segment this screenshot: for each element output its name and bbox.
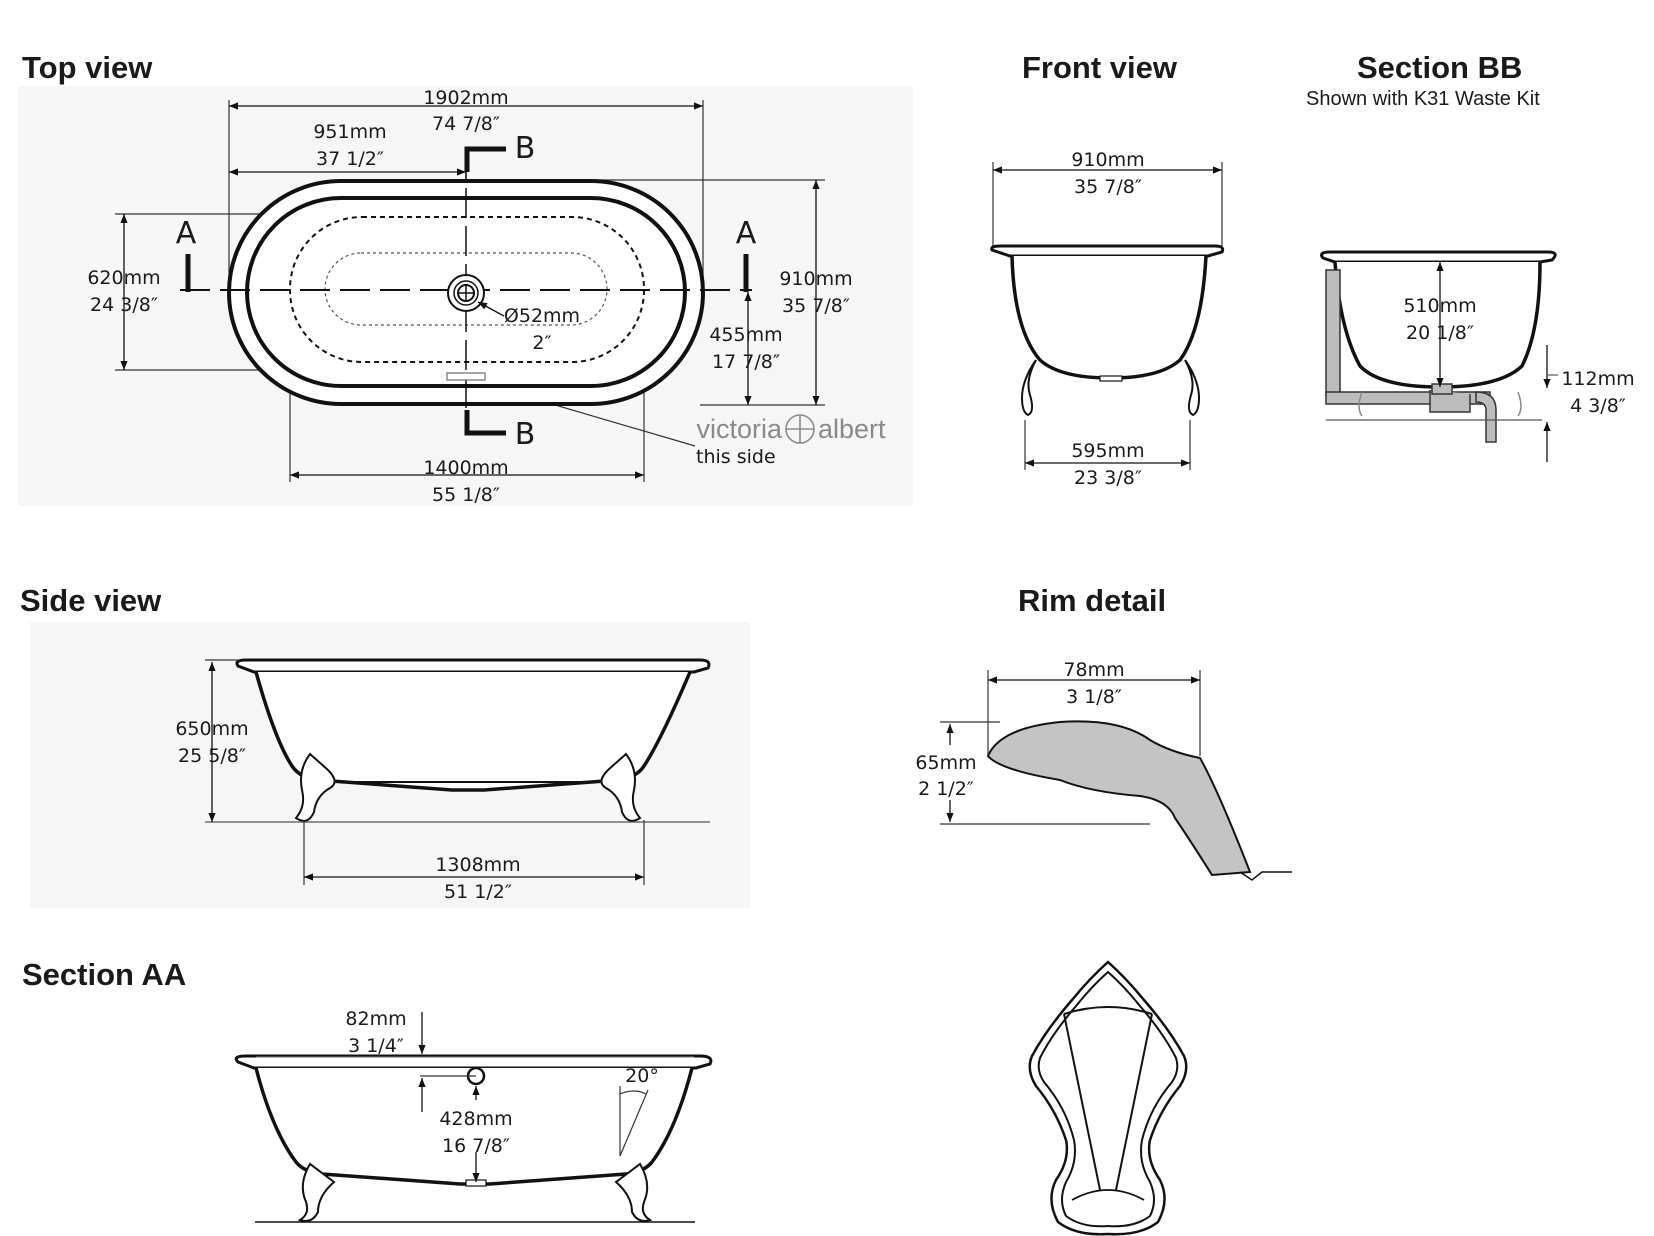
waste-outlet-pipe [1475, 391, 1497, 443]
base-length-in: 55 1/8″ [432, 484, 500, 506]
side-height-mm: 650mm [175, 718, 248, 740]
side-foot-mm: 1308mm [435, 854, 520, 876]
section-a-label-left: A [176, 216, 197, 251]
overflow-pipe [1325, 269, 1341, 397]
brand-name-left: victoria [696, 414, 783, 444]
aa-overflow-height-in: 16 7/8″ [442, 1135, 510, 1157]
aa-rim [234, 1054, 713, 1070]
section-bb-subtitle: Shown with K31 Waste Kit [1306, 88, 1540, 110]
front-rim [990, 244, 1225, 258]
bb-depth-in: 20 1/8″ [1406, 322, 1474, 344]
half-length-in: 37 1/2″ [316, 148, 384, 170]
rim-width-in: 3 1/8″ [1066, 686, 1122, 708]
bb-waste-height-in: 4 3/8″ [1570, 395, 1626, 417]
foot-detail [1028, 960, 1188, 1236]
section-b-marker-bottom [464, 410, 506, 436]
front-foot-left [1020, 359, 1037, 417]
rim-width-mm: 78mm [1063, 659, 1124, 681]
base-length-mm: 1400mm [423, 457, 508, 479]
side-rim [235, 658, 711, 674]
front-width-mm: 910mm [1071, 149, 1144, 171]
section-aa: 82mm 3 1/4″ 428mm 16 7/8″ 20° [234, 1008, 713, 1223]
top-view: 1902mm 74 7/8″ 951mm 37 1/2″ 620mm 24 3/… [18, 86, 913, 506]
waste-diameter-mm: Ø52mm [504, 305, 580, 327]
rim-detail-title: Rim detail [1018, 583, 1167, 618]
section-b-label-top: B [515, 131, 536, 166]
rim-profile [986, 720, 1252, 877]
side-tub-body [254, 671, 692, 792]
side-foot-left [294, 752, 336, 822]
section-aa-title: Section AA [22, 957, 187, 992]
foot-inner-outline [1037, 970, 1179, 1228]
side-foot-right [600, 752, 642, 822]
section-b-marker-top [464, 146, 506, 172]
side-view-title: Side view [20, 583, 162, 618]
waste-diameter-in: 2″ [532, 332, 551, 354]
aa-foot-right [614, 1162, 653, 1222]
section-b-label-bottom: B [515, 417, 536, 452]
trap [1429, 390, 1471, 413]
inner-width-mm: 620mm [87, 267, 160, 289]
waste-offset-in: 17 7/8″ [712, 351, 780, 373]
overflow-slot [446, 372, 486, 381]
section-bb: 510mm 20 1/8″ 112mm 4 3/8″ [1320, 250, 1635, 462]
front-view-title: Front view [1022, 50, 1178, 85]
side-foot-in: 51 1/2″ [444, 881, 512, 903]
aa-rim-drop-mm: 82mm [345, 1008, 406, 1030]
bb-depth-mm: 510mm [1403, 295, 1476, 317]
section-a-label-right: A [736, 216, 757, 251]
side-view: 650mm 25 5/8″ 1308mm 51 1/2″ [30, 622, 750, 908]
rim-height-in: 2 1/2″ [918, 778, 974, 800]
length-mm: 1902mm [423, 87, 508, 109]
half-length-mm: 951mm [313, 121, 386, 143]
aa-foot-left [297, 1162, 336, 1222]
width-in: 35 7/8″ [782, 295, 850, 317]
brand-name-right: albert [818, 414, 886, 444]
foot-outline [1028, 960, 1188, 1236]
front-foot-mm: 595mm [1071, 440, 1144, 462]
width-mm: 910mm [779, 268, 852, 290]
front-width-in: 35 7/8″ [1074, 176, 1142, 198]
front-view: 910mm 35 7/8″ 595mm 23 3/8″ [990, 149, 1225, 489]
top-view-title: Top view [22, 50, 153, 85]
waste-offset-mm: 455mm [709, 324, 782, 346]
bb-rim [1320, 250, 1557, 264]
section-bb-title: Section BB [1357, 50, 1523, 85]
aa-rim-drop-in: 3 1/4″ [348, 1035, 404, 1057]
side-height-in: 25 5/8″ [178, 745, 246, 767]
inner-width-in: 24 3/8″ [90, 294, 158, 316]
aa-overflow-height-mm: 428mm [439, 1108, 512, 1130]
front-tub-body [1010, 255, 1208, 380]
bb-waste-height-mm: 112mm [1561, 368, 1634, 390]
length-in: 74 7/8″ [432, 113, 500, 135]
front-foot-right [1184, 359, 1201, 417]
brand-note: this side [696, 446, 776, 468]
front-foot-in: 23 3/8″ [1074, 467, 1142, 489]
rim-height-mm: 65mm [915, 752, 976, 774]
aa-angle: 20° [625, 1065, 659, 1087]
rim-detail: 78mm 3 1/8″ 65mm 2 1/2″ [915, 659, 1292, 881]
